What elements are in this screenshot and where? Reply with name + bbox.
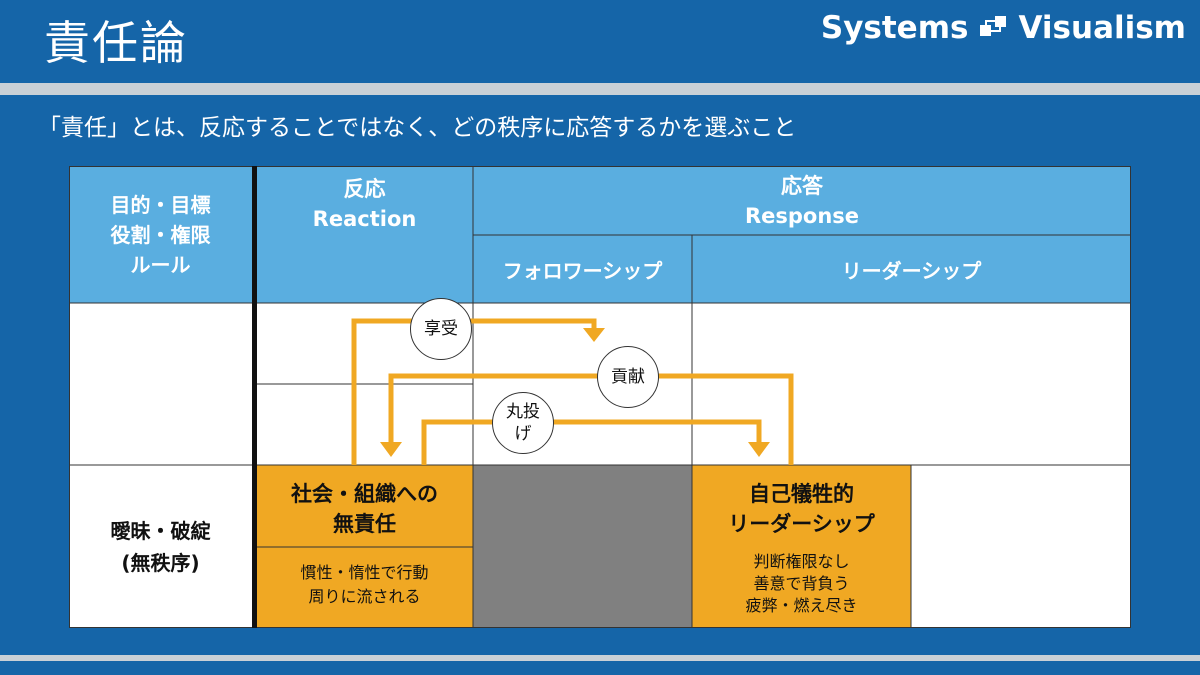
enjoy-label-circle: 享受 [410,298,472,360]
dump-arrow [421,419,762,465]
bottom-row-label-cell: 曖昧・破綻 (無秩序) [69,465,252,628]
reaction-header-cell: 反応 Reaction [256,166,473,303]
contribute-label-circle: 貢献 [597,346,659,408]
irresponsibility-desc: 慣性・惰性で行動 周りに流される [300,563,429,606]
brand-logo: Systems Visualism [821,10,1186,46]
dump-arrowhead [748,442,770,457]
thick-divider [252,166,257,628]
enjoy-arrow [351,318,597,465]
row-header-cell: 目的・目標 役割・権限 ルール [69,166,252,303]
responsibility-matrix: 目的・目標 役割・権限 ルール 反応 Reaction 応答 Response … [69,166,1131,628]
response-header-cell: 応答 Response [473,166,1131,235]
sacrifice-desc: 判断権限なし 善意で背負う 疲弊・燃え尽き [745,552,858,615]
contribute-arrowhead [380,442,402,457]
footer-divider [0,655,1200,661]
bottom-right-empty-cell [911,465,1131,628]
page-title: 責任論 [44,16,188,70]
grid-lines-and-arrows [69,166,1131,628]
enjoy-arrowhead [583,328,605,342]
systems-visualism-logo-icon [980,16,1007,36]
contribute-arrow [388,373,794,465]
brand-right-text: Visualism [1018,10,1186,46]
irresponsibility-title: 社会・組織への 無責任 [291,482,438,536]
header-divider [0,83,1200,95]
dump-label-circle: 丸投 げ [492,392,554,454]
brand-left-text: Systems [820,10,969,46]
leadership-header-cell: リーダーシップ [692,235,1131,303]
sacrifice-title: 自己犠牲的 リーダーシップ [728,482,875,536]
sacrifice-leadership-cell: 自己犠牲的 リーダーシップ 判断権限なし 善意で背負う 疲弊・燃え尽き [692,465,911,628]
gray-empty-cell [473,465,692,628]
followership-header-cell: フォロワーシップ [473,235,692,303]
subtitle: 「責任」とは、反応することではなく、どの秩序に応答するかを選ぶこと [38,115,797,141]
